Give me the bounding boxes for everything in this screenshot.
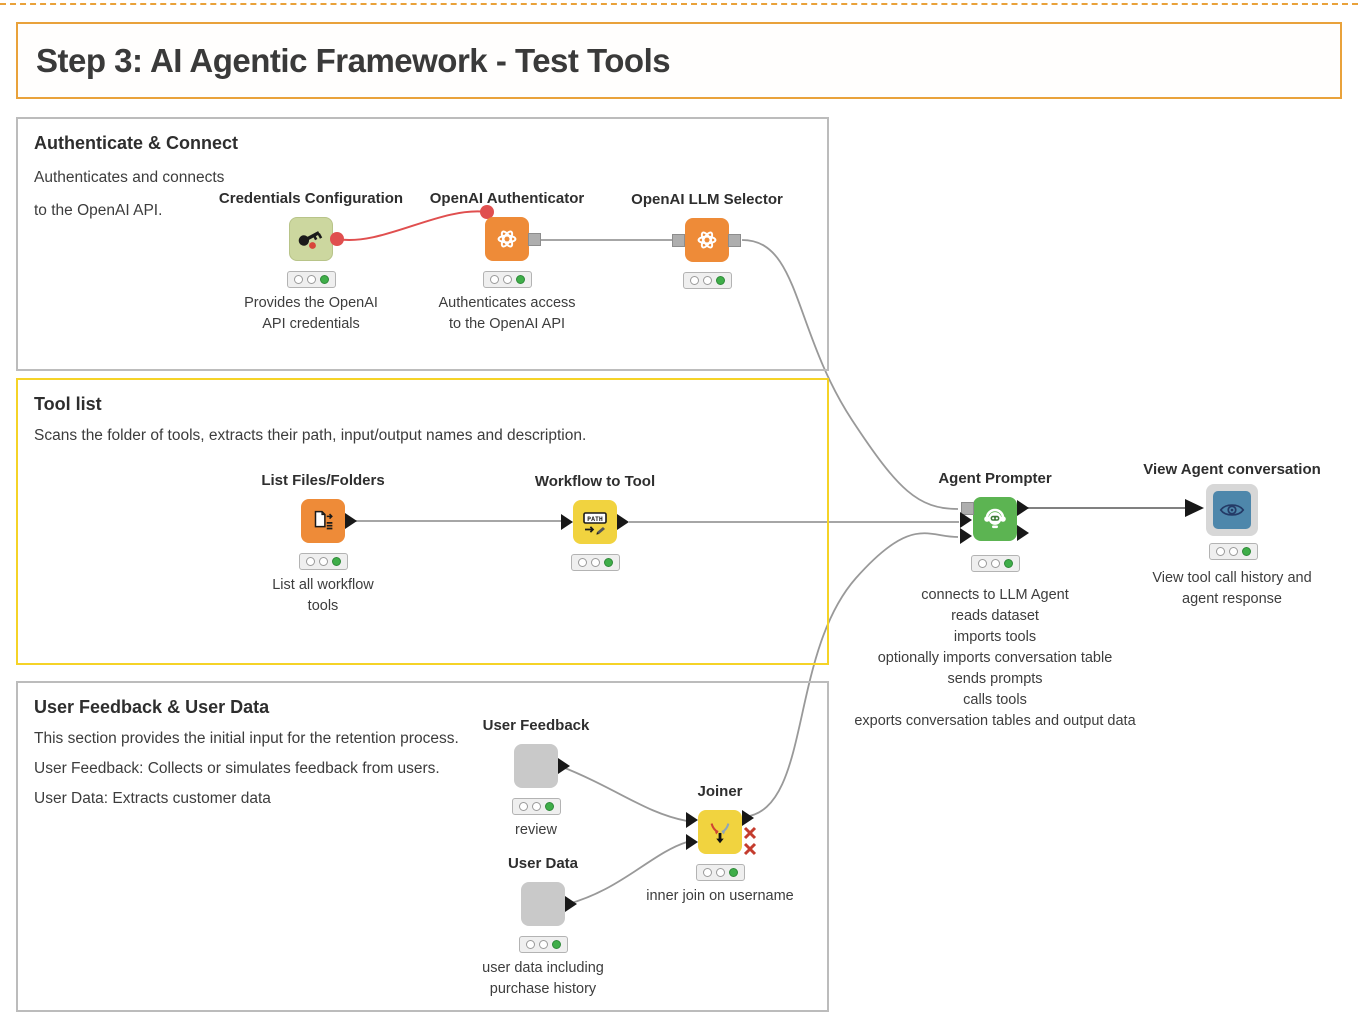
section-title: Tool list [34, 394, 102, 414]
node-caption: Provides the OpenAI API credentials [244, 295, 378, 332]
output-port-list-files[interactable] [345, 513, 357, 529]
svg-text:PATH: PATH [587, 515, 603, 523]
output-port-llm-selector[interactable] [728, 234, 741, 247]
node-workflow-to-tool[interactable]: Workflow to Tool PATH [535, 473, 655, 571]
node-label: Workflow to Tool [534, 473, 656, 490]
output-port-agent-data[interactable] [1017, 525, 1029, 541]
input-port-llm-selector[interactable] [672, 234, 685, 247]
node-caption: user data including purchase history [482, 960, 604, 997]
output-port-authenticator[interactable] [528, 233, 541, 246]
joiner-node-body[interactable] [698, 810, 742, 854]
node-label: View Agent conversation [1143, 461, 1321, 478]
node-list-files-folders[interactable]: List Files/Folders List all workflow too… [261, 472, 384, 614]
output-port-user-data[interactable] [565, 896, 577, 912]
node-label: Credentials Configuration [218, 190, 404, 207]
wire-joiner-to-agent[interactable] [743, 532, 959, 818]
node-user-data[interactable]: User Data user data including purchase h… [482, 855, 604, 997]
traffic-light [1209, 543, 1258, 560]
node-caption: List all workflow tools [272, 577, 374, 614]
node-openai-llm-selector[interactable]: OpenAI LLM Selector [631, 191, 783, 289]
openai-logo-icon [497, 230, 517, 248]
list-files-node-body[interactable] [301, 499, 345, 543]
traffic-light [512, 798, 561, 815]
node-label: User Feedback [482, 717, 590, 734]
joiner-icon [710, 823, 730, 844]
llm-selector-node-body[interactable] [685, 218, 729, 262]
section-text-line: User Data: Extracts customer data [34, 790, 271, 807]
node-agent-prompter[interactable]: Agent Prompter connects to LLM Agent rea… [854, 470, 1135, 729]
workflow-to-tool-node-body[interactable]: PATH [573, 500, 617, 544]
node-caption: View tool call history and agent respons… [1152, 570, 1312, 607]
wire-userdata-to-joiner[interactable] [567, 841, 688, 905]
input-port-joiner-bottom[interactable] [686, 834, 698, 850]
arrowhead-into-view-node [1185, 499, 1204, 517]
output-port-workflow-to-tool[interactable] [617, 514, 629, 530]
view-node-body[interactable] [1213, 491, 1251, 529]
traffic-light [519, 936, 568, 953]
path-tool-icon: PATH [583, 512, 607, 535]
traffic-light [696, 864, 745, 881]
user-feedback-node-body[interactable] [514, 744, 558, 788]
section-text-line: User Feedback: Collects or simulates fee… [34, 760, 440, 777]
flow-variable-port-authenticator[interactable] [480, 205, 494, 219]
node-label: List Files/Folders [261, 472, 385, 489]
traffic-light [571, 554, 620, 571]
node-label: Agent Prompter [938, 470, 1052, 487]
section-text-line: Authenticates and connects [34, 169, 225, 186]
workflow-title-annotation: Step 3: AI Agentic Framework - Test Tool… [16, 22, 1342, 99]
wire-selector-to-agent[interactable] [741, 239, 959, 510]
list-files-icon [314, 510, 333, 530]
traffic-light [971, 555, 1020, 572]
canvas-top-guide-line [0, 3, 1358, 5]
input-port-agent-data[interactable] [960, 528, 972, 544]
node-label: OpenAI LLM Selector [631, 191, 783, 208]
section-text-line: Scans the folder of tools, extracts thei… [34, 427, 587, 444]
openai-logo-icon [697, 231, 717, 249]
section-title: Authenticate & Connect [34, 133, 239, 153]
node-view-agent-conversation[interactable]: View Agent conversation View tool call h… [1143, 461, 1321, 607]
eye-icon [1219, 504, 1245, 516]
authenticator-node-body[interactable] [485, 217, 529, 261]
node-label: Joiner [697, 783, 743, 800]
section-authenticate-connect: Authenticate & Connect Authenticates and… [16, 117, 829, 371]
disconnected-port-x-icon [743, 842, 757, 856]
node-user-feedback[interactable]: User Feedback review [483, 717, 590, 838]
key-icon [298, 231, 323, 249]
credentials-node-body[interactable] [289, 217, 333, 261]
traffic-light [299, 553, 348, 570]
node-caption: inner join on username [646, 888, 794, 904]
output-port-user-feedback[interactable] [558, 758, 570, 774]
output-port-agent-conversation[interactable] [1017, 500, 1029, 516]
input-port-joiner-top[interactable] [686, 812, 698, 828]
disconnected-port-x-icon [743, 826, 757, 840]
node-label: User Data [507, 855, 579, 872]
node-credentials-configuration[interactable]: Credentials Configuration Provides the O… [219, 190, 403, 332]
agent-headset-icon [984, 508, 1006, 529]
section-tool-list: Tool list Scans the folder of tools, ext… [16, 378, 829, 665]
section-text-line: to the OpenAI API. [34, 202, 163, 219]
traffic-light [483, 271, 532, 288]
section-user-feedback-data: User Feedback & User Data This section p… [16, 681, 829, 1012]
output-port-credentials[interactable] [330, 232, 344, 246]
output-port-joiner[interactable] [742, 810, 754, 826]
section-text-line: This section provides the initial input … [34, 730, 459, 747]
page-title: Step 3: AI Agentic Framework - Test Tool… [36, 41, 671, 79]
node-joiner[interactable]: Joiner inner join on username [646, 783, 794, 904]
node-openai-authenticator[interactable]: OpenAI Authenticator Authenticates acces… [430, 190, 584, 332]
node-caption: connects to LLM Agent reads dataset impo… [854, 587, 1136, 729]
wire-credentials-to-authenticator[interactable] [336, 210, 488, 242]
user-data-node-body[interactable] [521, 882, 565, 926]
node-caption: Authenticates access to the OpenAI API [438, 295, 576, 332]
node-label: OpenAI Authenticator [429, 190, 585, 207]
section-title: User Feedback & User Data [34, 697, 270, 717]
traffic-light [683, 272, 732, 289]
wire-userfeedback-to-joiner[interactable] [559, 765, 688, 822]
agent-prompter-node-body[interactable] [973, 497, 1017, 541]
node-caption: review [515, 822, 557, 838]
input-port-agent-tools[interactable] [960, 512, 972, 528]
input-port-workflow-to-tool[interactable] [561, 514, 573, 530]
traffic-light [287, 271, 336, 288]
